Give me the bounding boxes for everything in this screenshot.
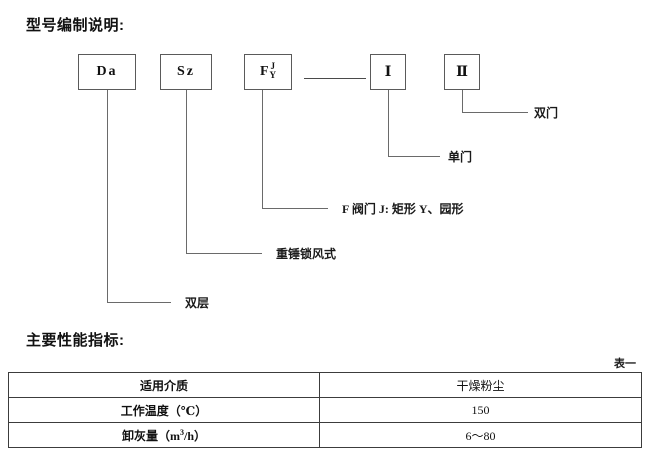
label-temperature-suffix: ） (195, 403, 208, 418)
code-box-roman-two-label: Ⅱ (456, 64, 468, 80)
specifications-table: 适用介质 干燥粉尘 工作温度（℃） 150 卸灰量（m3/h） 6～80 (8, 372, 642, 448)
leader-line-zhongchui-vertical (186, 90, 187, 253)
table-cell-label-temperature: 工作温度（℃） (8, 397, 320, 423)
leader-line-shuangmen-vertical (462, 90, 463, 112)
code-box-da-label: Da (96, 64, 118, 79)
table-cell-value-discharge: 6～80 (319, 422, 642, 448)
code-box-fjy-content: F J Y (259, 62, 277, 81)
code-box-fjy-stack: J Y (270, 62, 277, 80)
leader-line-famen-horizontal (262, 208, 328, 209)
code-box-fjy-upper: J (270, 61, 276, 71)
leader-line-danmen-horizontal (388, 156, 440, 157)
leader-line-danmen-vertical (388, 90, 389, 156)
table-caption: 表一 (614, 358, 636, 370)
code-box-sz: Sz (160, 54, 212, 90)
model-code-diagram: Da Sz F J Y Ⅰ Ⅱ 双门 单门 (78, 54, 559, 310)
table-cell-label-medium: 适用介质 (8, 372, 320, 398)
annotation-shuangmen: 双门 (534, 106, 559, 120)
annotation-shuangceng: 双层 (185, 296, 210, 310)
table-row: 工作温度（℃） 150 (8, 397, 642, 423)
code-box-roman-one-label: Ⅰ (384, 64, 392, 80)
table-row: 适用介质 干燥粉尘 (8, 372, 642, 398)
table-row: 卸灰量（m3/h） 6～80 (8, 422, 642, 448)
label-temperature-prefix: 工作温度（ (120, 403, 181, 418)
code-box-fjy-lower: Y (269, 70, 277, 80)
annotation-danmen: 单门 (448, 150, 473, 164)
table-cell-label-discharge: 卸灰量（m3/h） (8, 422, 320, 448)
annotation-zhongchuisuofengshi: 重锤锁风式 (276, 247, 337, 261)
code-box-fjy: F J Y (244, 54, 292, 90)
label-discharge-prefix: 卸灰量（m (121, 428, 180, 443)
code-box-roman-two: Ⅱ (444, 54, 480, 90)
leader-line-famen-vertical (262, 90, 263, 208)
leader-line-zhongchui-horizontal (186, 253, 262, 254)
leader-line-shuangceng-vertical (107, 90, 108, 302)
code-box-da: Da (78, 54, 136, 90)
leader-line-shuangceng-horizontal (107, 302, 171, 303)
code-box-fjy-main: F (259, 64, 269, 79)
leader-line-shuangmen-horizontal (462, 112, 528, 113)
label-discharge-suffix: /h） (183, 428, 206, 443)
table-cell-value-temperature: 150 (319, 397, 642, 423)
connector-dash (304, 78, 366, 79)
annotation-famen: F 阀门 J: 矩形 Y、园形 (342, 202, 464, 216)
label-temperature-unit: ℃ (180, 403, 196, 418)
model-section-heading: 型号编制说明: (26, 17, 125, 34)
code-box-roman-one: Ⅰ (370, 54, 406, 90)
label-discharge-superscript: 3 (179, 427, 184, 437)
table-cell-value-medium: 干燥粉尘 (319, 372, 642, 398)
code-box-sz-label: Sz (177, 64, 195, 79)
specs-section-heading: 主要性能指标: (26, 332, 125, 349)
